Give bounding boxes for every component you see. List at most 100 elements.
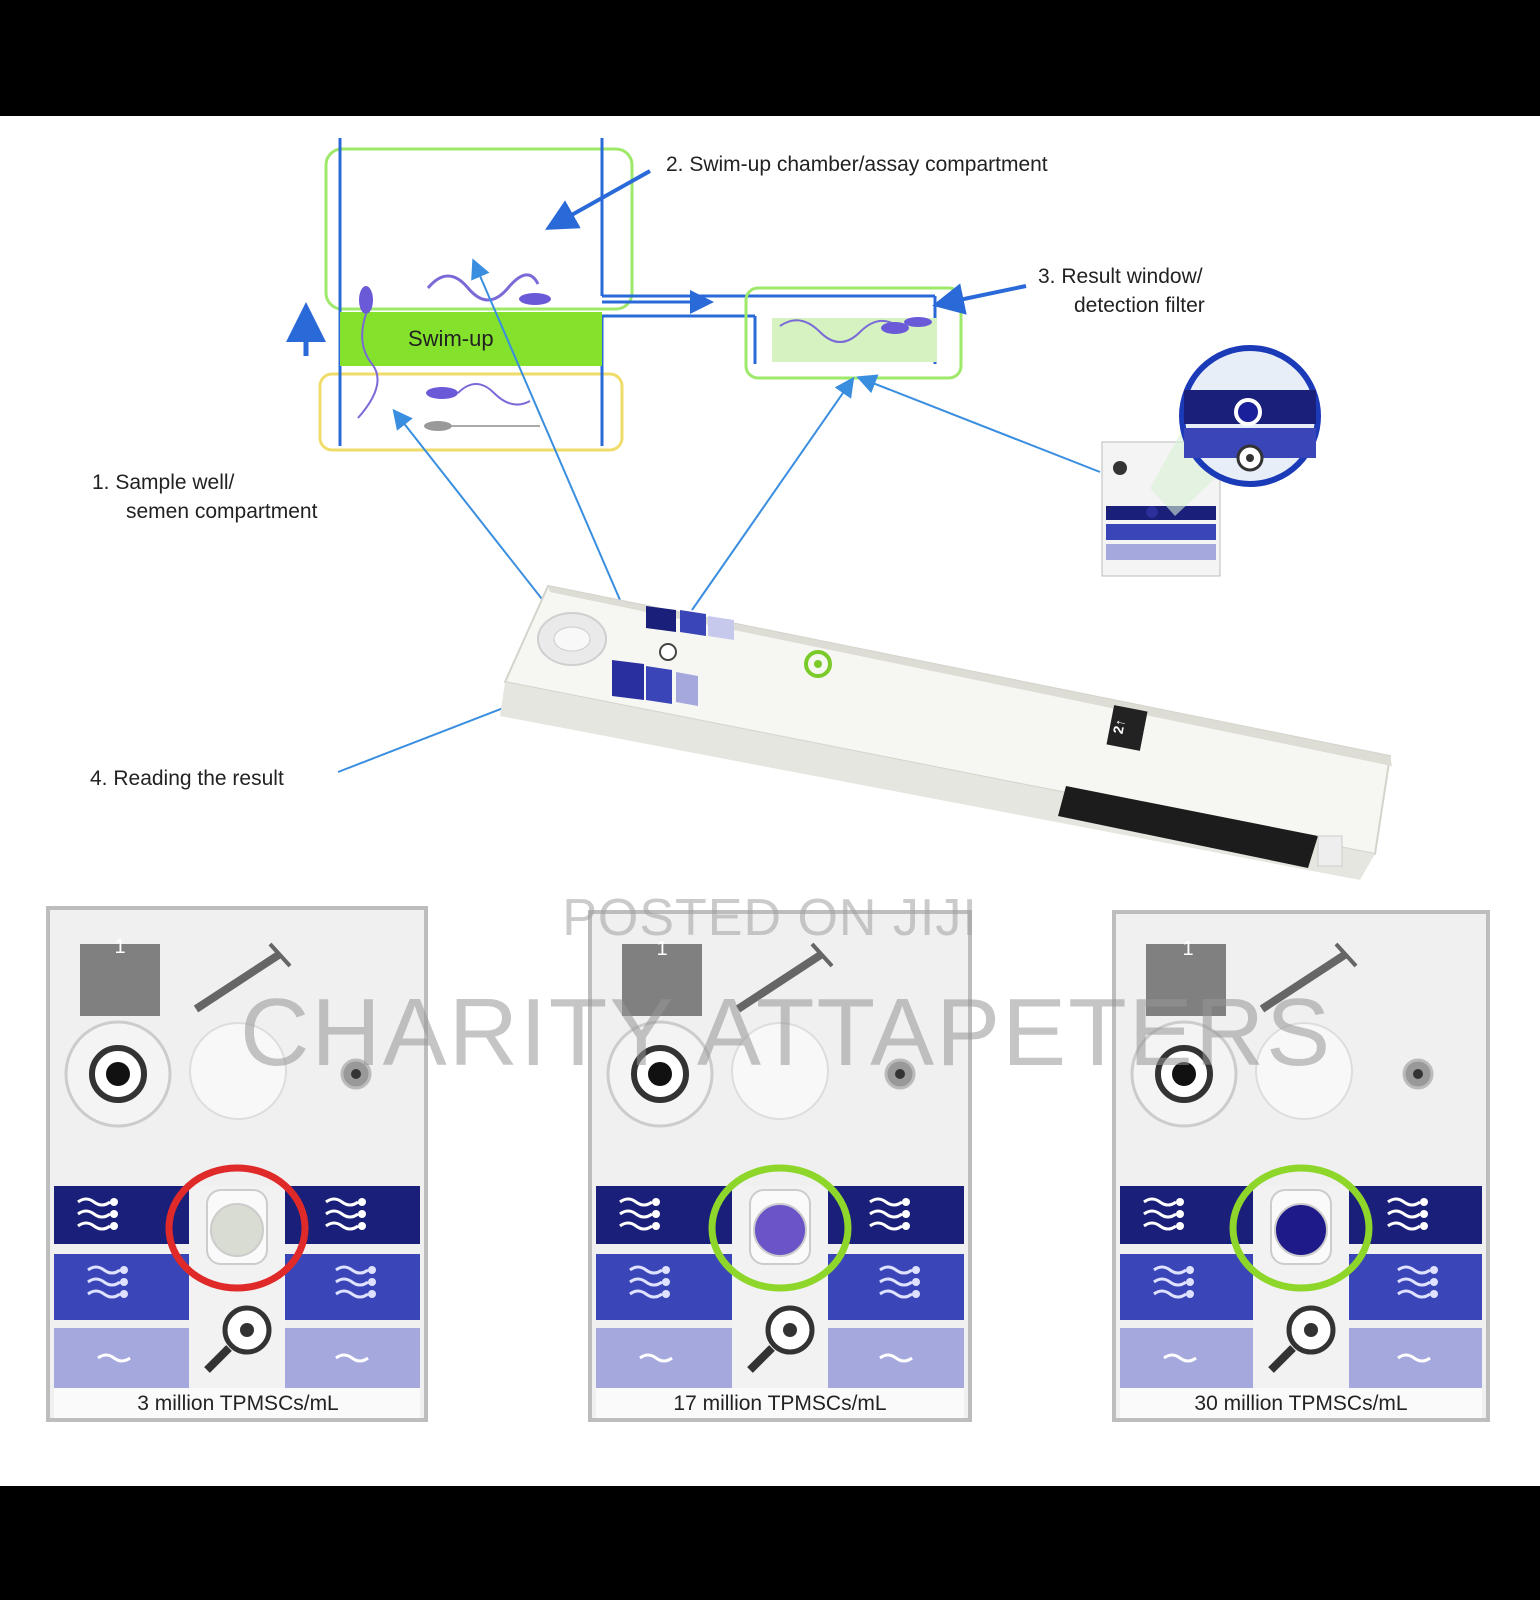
sperm-icon [120,1290,128,1298]
sperm-icon [110,1210,118,1218]
watermark-seller: CHARITY ATTAPETERS [240,979,1333,1086]
sperm-icon [1143,1221,1177,1231]
sperm-icon [1153,1289,1187,1299]
swimcount-device [500,584,1392,880]
sperm-icon [1387,1221,1421,1231]
sample-well [106,1062,130,1086]
sperm-icon [1420,1222,1428,1230]
sperm-icon [120,1278,128,1286]
sperm-icon [879,1277,913,1287]
sperm-icon [619,1209,653,1219]
sperm-icon [629,1289,663,1299]
result-dot [210,1203,264,1257]
sperm-icon [662,1290,670,1298]
diagram-canvas: 2. Swim-up chamber/assay compartment 3. … [0,116,1540,1486]
panel-number: 1 [656,938,668,960]
sperm-icon [358,1210,366,1218]
caption-strip [54,1388,420,1418]
syringe-icon [1259,950,1349,1013]
sperm-icon [335,1353,369,1363]
result-panels [46,906,1490,1422]
sample-well [1172,1062,1196,1086]
sperm-icon [77,1221,111,1231]
sperm-icon [1397,1353,1431,1363]
sperm-icon [1420,1198,1428,1206]
syringe-icon [735,950,825,1013]
sperm-icon [1143,1197,1177,1207]
panel-number-tag [80,944,160,1016]
sperm-icon [335,1289,369,1299]
sperm-icon [1176,1198,1184,1206]
sperm-icon [1387,1209,1421,1219]
sperm-icon [1176,1210,1184,1218]
sperm-icon [77,1209,111,1219]
connector-arrows [337,258,1101,773]
sperm-icon [1420,1210,1428,1218]
sperm-icon [335,1277,369,1287]
sperm-icon [1186,1266,1194,1274]
panel-number: 1 [1182,938,1194,960]
caption-strip [1120,1388,1482,1418]
syringe-icon [810,942,834,968]
dome [189,1022,287,1120]
magnifier-icon [747,1345,775,1373]
swim-up-bar [340,312,602,366]
sperm-icon [87,1277,121,1287]
vent-hole [351,1069,361,1079]
panel-number-tag [1146,944,1226,1016]
sperm-icon [77,1197,111,1207]
sperm-icon [1430,1290,1438,1298]
sperm-icon [368,1266,376,1274]
sperm-icon [358,1198,366,1206]
sperm-icon [87,1289,121,1299]
sperm-icon [879,1265,913,1275]
sperm-icon [869,1209,903,1219]
sperm-icon [662,1266,670,1274]
sperm-icon [912,1290,920,1298]
sperm-icon [652,1210,660,1218]
sperm-icon [869,1197,903,1207]
sperm-icon [120,1266,128,1274]
sperm-icon [110,1222,118,1230]
syringe-icon [1334,942,1358,968]
result-highlight-ring [708,1164,852,1292]
label-sample-well: 1. Sample well/ semen compartment [92,471,318,523]
sperm-icon [869,1221,903,1231]
result-highlight-ring [1229,1164,1373,1292]
sperm-icon [629,1265,663,1275]
sperm-icon [368,1278,376,1286]
sperm-icon [1176,1222,1184,1230]
sperm-icon [902,1222,910,1230]
sperm-icon [325,1197,359,1207]
sperm-icon [325,1209,359,1219]
sperm-icon [902,1198,910,1206]
sperm-icon [652,1198,660,1206]
sperm-icon [619,1221,653,1231]
zoom-inset [1101,345,1321,577]
sperm-icon [1153,1277,1187,1287]
panel-number: 1 [114,936,126,958]
label-reading-result: 4. Reading the result [90,767,284,790]
swim-up-bar-label: Swim-up [408,326,494,351]
sperm-icon [879,1353,913,1363]
diagram-graphics [46,138,1490,1422]
sample-well [648,1062,672,1086]
caption-strip [596,1388,964,1418]
label-swim-up-chamber: 2. Swim-up chamber/assay compartment [666,153,1048,176]
result-highlight-ring [165,1164,309,1292]
sperm-icon [1430,1266,1438,1274]
dome [1255,1022,1353,1120]
sperm-icon [368,1290,376,1298]
magnifier-icon [204,1345,232,1373]
sperm-icon [879,1289,913,1299]
result-dot [753,1203,807,1257]
sperm-icon [619,1197,653,1207]
label-result-window: 3. Result window/ detection filter [1038,265,1205,317]
magnifier-icon [1268,1345,1296,1373]
sperm-icon [358,1222,366,1230]
sperm-icon [1397,1265,1431,1275]
sperm-icon [325,1221,359,1231]
sperm-icon [1163,1353,1197,1363]
panel-caption: 17 million TPMSCs/mL [673,1392,887,1415]
sperm-icon [1186,1290,1194,1298]
